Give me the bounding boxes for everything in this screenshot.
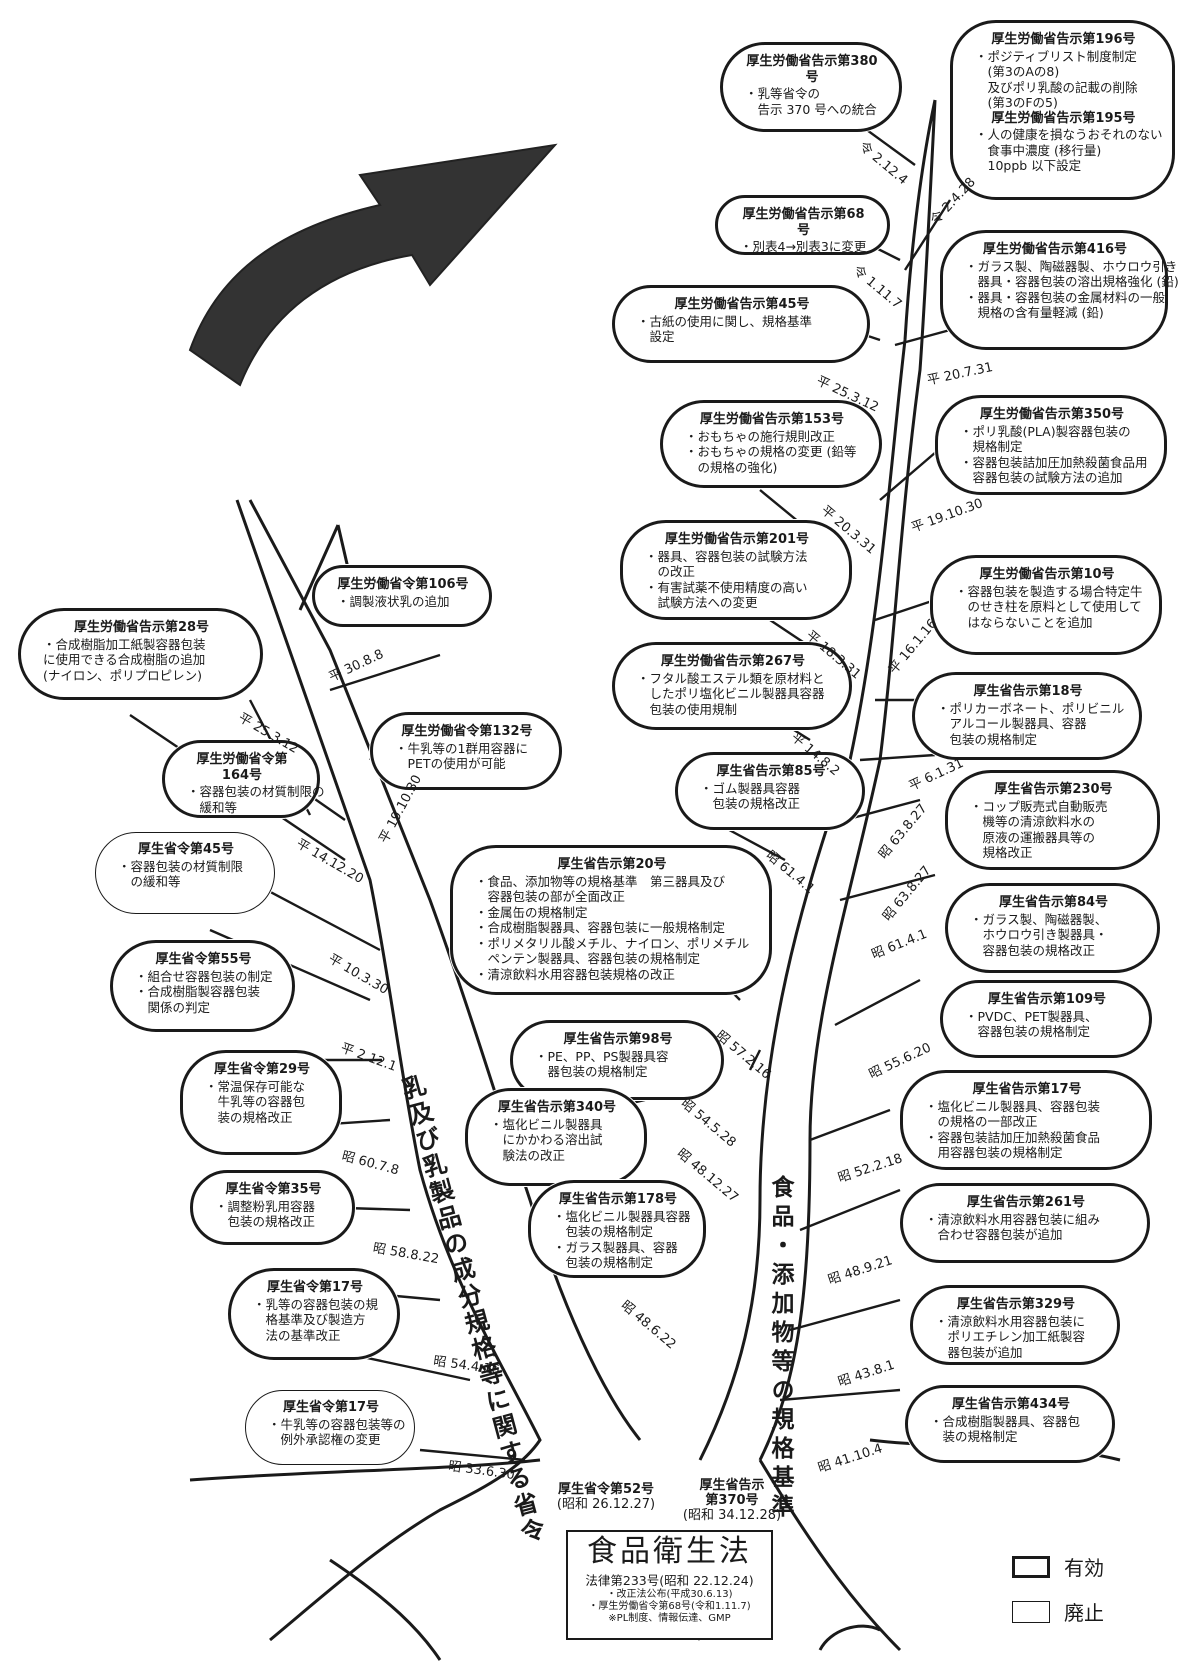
notice-title: 厚生労働省告示第380号 bbox=[746, 54, 878, 85]
notice-mhw-230: 厚生省告示第230号 ・コップ販売式自動販売 機等の清涼飲料水の 原液の運搬器具… bbox=[945, 770, 1160, 870]
notice-mhlw-153: 厚生労働省告示第153号 ・おもちゃの施行規則改正 ・おもちゃの規格の変更 (鉛… bbox=[660, 400, 882, 488]
food-standards-root: 厚生省告示 第370号 (昭和 34.12.28) bbox=[682, 1478, 782, 1523]
notice-mhw-109: 厚生省告示第109号 ・PVDC、PET製器具、 容器包装の規格制定 bbox=[940, 980, 1152, 1058]
ordinance-mhlw-132: 厚生労働省令第132号 ・牛乳等の1群用容器に PETの使用が可能 bbox=[370, 712, 562, 790]
notice-mhlw-380: 厚生労働省告示第380号 ・乳等省令の 告示 370 号への統合 bbox=[720, 42, 902, 132]
ordinance-mhlw-106: 厚生労働省令第106号 ・調製液状乳の追加 bbox=[312, 565, 492, 627]
notice-mhw-340: 厚生省告示第340号 ・塩化ビニル製器具 にかかわる溶出試 験法の改正 bbox=[465, 1088, 647, 1186]
ordinance-mhw-35: 厚生省令第35号 ・調整粉乳用容器 包装の規格改正 bbox=[190, 1170, 355, 1245]
notice-mhw-18: 厚生省告示第18号 ・ポリカーボネート、ポリビニル アルコール製器具、容器 包装… bbox=[912, 672, 1142, 760]
notice-mhlw-267: 厚生労働省告示第267号 ・フタル酸エステル類を原材料と したポリ塩化ビニル製器… bbox=[612, 642, 852, 730]
legend-abolished: 廃止 bbox=[1012, 1597, 1104, 1626]
notice-mhw-98: 厚生省告示第98号 ・PE、PP、PS製器具容 器包装の規格制定 bbox=[510, 1020, 724, 1100]
notice-mhlw-68: 厚生労働省告示第68号 ・別表4→別表3に変更 bbox=[715, 195, 890, 255]
ordinance-mhw-45-abolished: 厚生省令第45号 ・容器包装の材質制限 の緩和等 bbox=[95, 832, 275, 914]
ordinance-mhw-55: 厚生省令第55号 ・組合せ容器包装の制定 ・合成樹脂製容器包装 関係の判定 bbox=[110, 940, 295, 1032]
ordinance-mhlw-164: 厚生労働省令第164号 ・容器包装の材質制限の 緩和等 bbox=[162, 740, 325, 818]
notice-mhlw-416: 厚生労働省告示第416号 ・ガラス製、陶磁器製、ホウロウ引き 器具・容器包装の溶… bbox=[940, 230, 1179, 350]
legend-swatch-thin bbox=[1012, 1600, 1050, 1623]
food-sanitation-act-box: 食品衛生法 法律第233号(昭和 22.12.24) ・改正法公布(平成30.6… bbox=[566, 1530, 773, 1640]
notice-mhlw-201: 厚生労働省告示第201号 ・器具、容器包装の試験方法 の改正 ・有害試薬不使用精… bbox=[620, 520, 852, 620]
ordinance-mhw-17-b-abolished: 厚生省令第17号 ・牛乳等の容器包装等の 例外承認権の変更 bbox=[245, 1390, 415, 1465]
integration-arrow bbox=[188, 143, 558, 387]
notice-mhw-17: 厚生省告示第17号 ・塩化ビニル製器具、容器包装 の規格の一部改正 ・容器包装詰… bbox=[900, 1070, 1152, 1170]
notice-mhw-84: 厚生省告示第84号 ・ガラス製、陶磁器製、 ホウロウ引き製器具・ 容器包装の規格… bbox=[945, 883, 1160, 973]
legend-swatch-thick bbox=[1012, 1555, 1050, 1578]
notice-mhw-329: 厚生省告示第329号 ・清涼飲料水用容器包装に ポリエチレン加工紙製容 器包装が… bbox=[910, 1285, 1120, 1365]
ordinance-mhw-17-a: 厚生省令第17号 ・乳等の容器包装の規 格基準及び製造方 法の基準改正 bbox=[228, 1268, 400, 1360]
milk-ordinance-root: 厚生省令第52号 (昭和 26.12.27) bbox=[556, 1482, 656, 1512]
food-standards-trunk-label: 食品・添加物等の規格基準 bbox=[767, 1175, 793, 1523]
law-name: 食品衛生法 bbox=[587, 1534, 752, 1569]
notice-mhw-20: 厚生省告示第20号 ・食品、添加物等の規格基準 第三器具及び 容器包装の部が全面… bbox=[450, 845, 772, 995]
legend-effective: 有効 bbox=[1012, 1552, 1104, 1581]
notice-mhw-178: 厚生省告示第178号 ・塩化ビニル製器具容器 包装の規格制定 ・ガラス製器具、容… bbox=[528, 1180, 706, 1278]
ordinance-mhw-29: 厚生省令第29号 ・常温保存可能な 牛乳等の容器包 装の規格改正 bbox=[180, 1050, 342, 1155]
notice-mhlw-45: 厚生労働省告示第45号 ・古紙の使用に関し、規格基準 設定 bbox=[612, 285, 870, 363]
notice-mhw-261: 厚生省告示第261号 ・清涼飲料水用容器包装に組み 合わせ容器包装が追加 bbox=[900, 1183, 1150, 1263]
notice-mhlw-350: 厚生労働省告示第350号 ・ポリ乳酸(PLA)製容器包装の 規格制定 ・容器包装… bbox=[935, 395, 1167, 495]
notice-mhlw-10: 厚生労働省告示第10号 ・容器包装を製造する場合特定牛 のせき柱を原料として使用… bbox=[930, 555, 1162, 655]
notice-mhlw-196-195: 厚生労働省告示第196号 ・ポジティブリスト制度制定 (第3のAの8) 及びポリ… bbox=[950, 20, 1175, 200]
left-trunk bbox=[235, 499, 642, 1642]
notice-mhw-434: 厚生省告示第434号 ・合成樹脂製器具、容器包 装の規格制定 bbox=[905, 1385, 1115, 1463]
notice-mhw-85: 厚生省告示第85号 ・ゴム製器具容器 包装の規格改正 bbox=[675, 752, 865, 830]
notice-mhlw-28: 厚生労働省告示第28号 ・合成樹脂加工紙製容器包装 に使用できる合成樹脂の追加 … bbox=[18, 608, 263, 700]
